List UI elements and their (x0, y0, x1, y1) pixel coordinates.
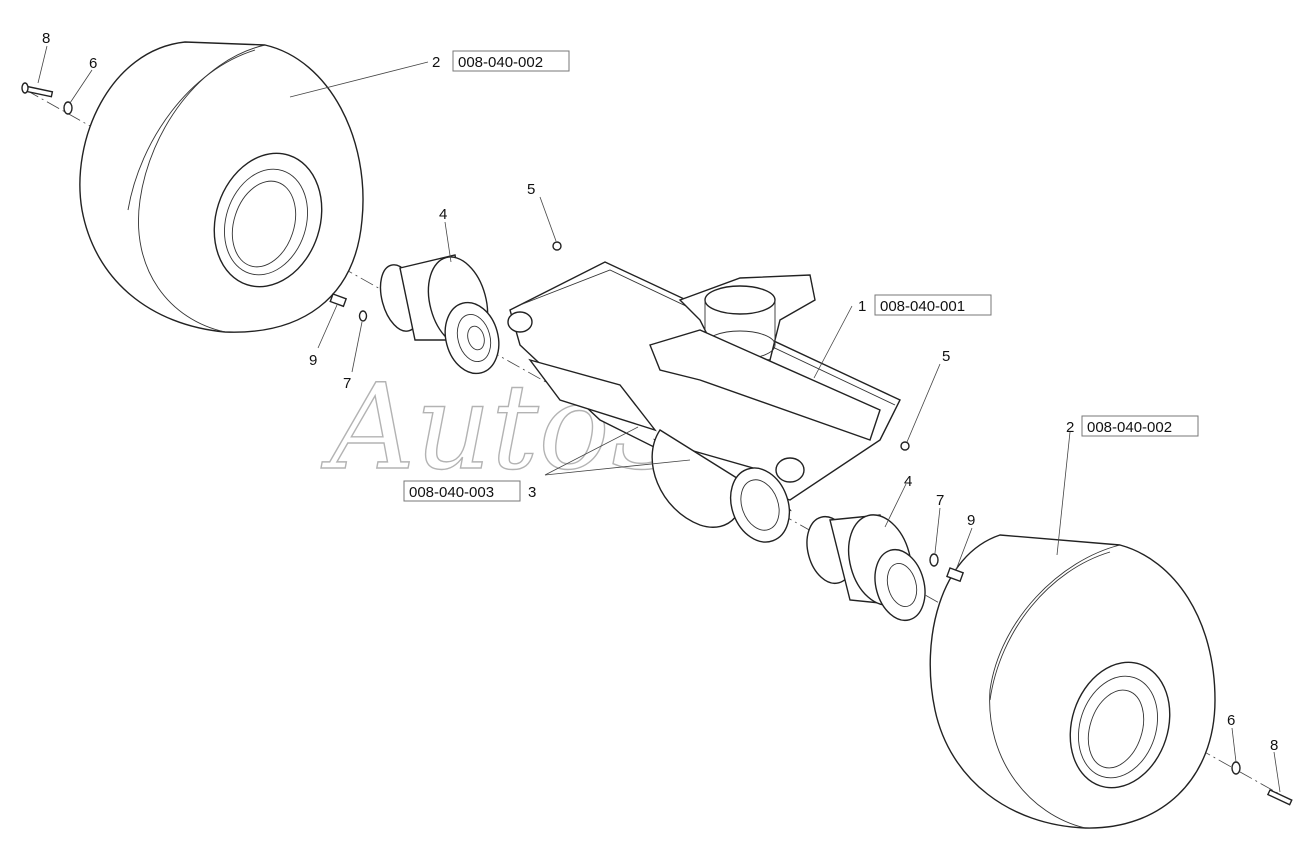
bolt-8-left[interactable] (21, 82, 54, 98)
part-code-box (403, 480, 521, 502)
nut-5-right[interactable] (900, 441, 910, 451)
bolt-9-right[interactable] (946, 567, 965, 583)
part-code-box (452, 50, 570, 72)
callout-c2b[interactable]: 2 008-040-002 (1066, 415, 1199, 437)
callout-c2a[interactable]: 2 008-040-002 (432, 50, 570, 72)
callout-c9a: 9 (309, 352, 317, 369)
left-wheel[interactable] (79, 41, 364, 333)
washer-6-left[interactable] (63, 101, 73, 115)
callout-c1[interactable]: 1 008-040-001 (858, 294, 992, 316)
part-code[interactable]: 008-040-002 (1087, 419, 1172, 436)
callout-c8b: 8 (1270, 737, 1278, 754)
right-wheel-hub[interactable] (800, 508, 933, 626)
callout-number: 7 (343, 375, 351, 392)
callout-number: 5 (942, 348, 950, 365)
bolt-8-right[interactable] (1266, 789, 1293, 806)
washer-7-left[interactable] (358, 310, 368, 322)
left-wheel-hub[interactable] (374, 250, 507, 379)
part-code[interactable]: 008-040-001 (880, 298, 965, 315)
callout-c6b: 6 (1227, 712, 1235, 729)
callout-number: 8 (1270, 737, 1278, 754)
callout-c6a: 6 (89, 55, 97, 72)
washer-7-right[interactable] (929, 553, 939, 567)
suspension-brackets[interactable] (528, 358, 799, 550)
callout-number: 6 (1227, 712, 1235, 729)
callout-c8a: 8 (42, 30, 50, 47)
axle-housing[interactable] (507, 261, 901, 501)
callout-c4b: 4 (904, 473, 912, 490)
leader-lines (37, 45, 1281, 793)
callout-number: 4 (904, 473, 912, 490)
part-code-box (874, 294, 992, 316)
callout-number: 2 (1066, 419, 1074, 436)
washer-6-right[interactable] (1231, 761, 1241, 775)
callout-c9b: 9 (967, 512, 975, 529)
callout-c7b: 7 (936, 492, 944, 509)
part-code-box (1081, 415, 1199, 437)
callout-number: 9 (967, 512, 975, 529)
callout-c3[interactable]: 008-040-003 3 (403, 480, 536, 502)
callout-c4a: 4 (439, 206, 447, 223)
callout-number: 7 (936, 492, 944, 509)
callout-number: 6 (89, 55, 97, 72)
right-wheel[interactable] (929, 534, 1216, 829)
callout-number: 3 (528, 484, 536, 501)
callout-number: 4 (439, 206, 447, 223)
part-code[interactable]: 008-040-003 (409, 484, 494, 501)
callout-number: 1 (858, 298, 866, 315)
callout-c5b: 5 (942, 348, 950, 365)
callout-number: 2 (432, 54, 440, 71)
callout-c5a: 5 (527, 181, 535, 198)
nut-5-top[interactable] (552, 241, 562, 251)
bolt-9-left[interactable] (329, 293, 348, 308)
part-code[interactable]: 008-040-002 (458, 54, 543, 71)
callout-number: 5 (527, 181, 535, 198)
callout-number: 8 (42, 30, 50, 47)
callout-number: 9 (309, 352, 317, 369)
callout-c7a: 7 (343, 375, 351, 392)
